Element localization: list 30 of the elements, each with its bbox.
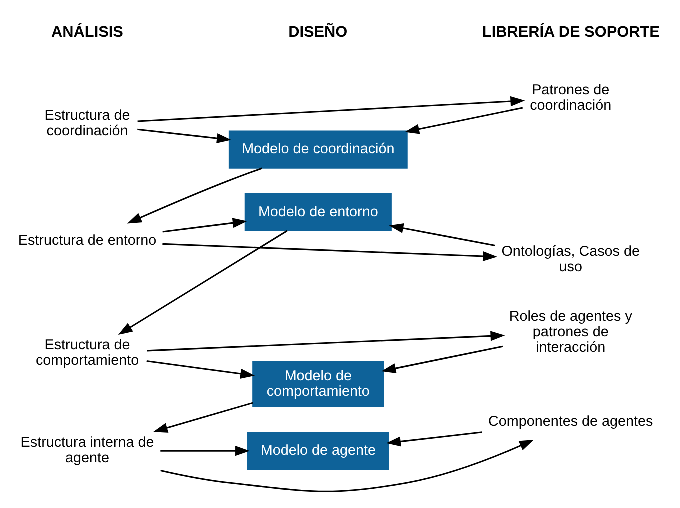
arrow [147,331,506,352]
node-text: Patrones de coordinación [530,82,612,114]
arrow [118,230,288,336]
node-text: Roles de agentes y patrones de interacción [509,309,632,356]
arrow [160,440,534,492]
node-box: Modelo de coordinación [228,130,408,169]
arrow [146,360,256,379]
arrow [138,128,232,144]
arrow [162,218,248,233]
node-text: Estructura de entorno [18,233,157,250]
arrow [389,223,496,246]
arrow [127,168,263,224]
label: LIBRERÍA DE SOPORTE [482,24,660,42]
node-box: Modelo de entorno [244,194,392,232]
label: ANÁLISIS [52,24,124,42]
arrow [405,107,524,134]
arrow [162,243,498,262]
node-text: Estructura de coordinación [44,108,130,140]
arrow [382,346,504,374]
node-text: Ontologías, Casos de uso [502,244,640,276]
node-box: Modelo de agente [247,432,390,470]
node-text: Estructura de comportamiento [36,338,140,369]
label: DISEÑO [288,24,348,42]
arrow [138,96,526,122]
node-box: Modelo de comportamiento [252,361,384,408]
arrow [386,432,482,447]
arrow [160,446,250,456]
node-text: Estructura interna de agente [20,435,154,467]
arrow [153,402,254,433]
node-text: Componentes de agentes [488,414,654,430]
